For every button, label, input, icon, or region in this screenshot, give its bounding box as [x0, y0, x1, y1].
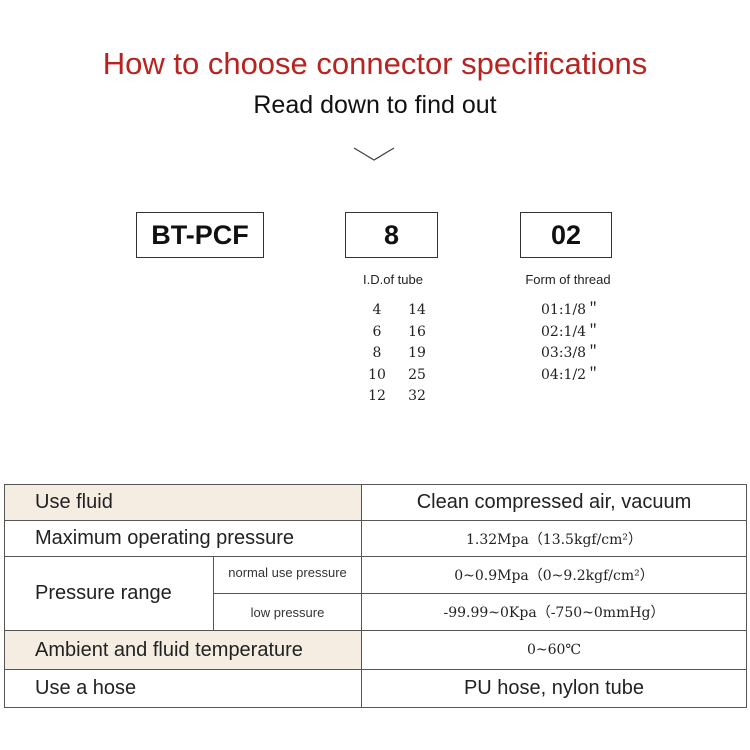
use-fluid-label: Use fluid: [4, 484, 362, 521]
list-item: 02:1/4＂: [541, 323, 601, 340]
temperature-label: Ambient and fluid temperature: [4, 630, 362, 670]
table-row: Ambient and fluid temperature 0~60℃: [4, 630, 747, 670]
temperature-value: 0~60℃: [361, 630, 747, 670]
hose-value: PU hose, nylon tube: [361, 669, 747, 708]
table-row: Use a hose PU hose, nylon tube: [4, 669, 747, 708]
max-pressure-value: 1.32Mpa（13.5kgf/cm²）: [361, 520, 747, 557]
thread-code-box: 02: [520, 212, 612, 258]
tube-label: I.D.of tube: [363, 272, 423, 287]
use-fluid-value: Clean compressed air, vacuum: [361, 484, 747, 521]
list-item: 01:1/8＂: [541, 302, 601, 318]
tube-code-box: 8: [345, 212, 438, 258]
normal-pressure-label: normal use pressure: [213, 556, 362, 594]
chevron-down-icon: [353, 147, 395, 161]
model-code-box: BT-PCF: [136, 212, 264, 258]
hose-label: Use a hose: [4, 669, 362, 708]
pressure-range-label: Pressure range: [4, 556, 214, 631]
table-row: Pressure range normal use pressure 0~0.9…: [4, 556, 747, 631]
table-row: Use fluid Clean compressed air, vacuum: [4, 484, 747, 521]
low-pressure-label: low pressure: [213, 593, 362, 631]
table-row: Maximum operating pressure 1.32Mpa（13.5k…: [4, 520, 747, 557]
table-row: low pressure -99.99~0Kpa（-750~0mmHg）: [5, 593, 747, 631]
spec-table: Use fluid Clean compressed air, vacuum M…: [4, 484, 747, 708]
thread-size-list: 01:1/8＂ 02:1/4＂ 03:3/8＂ 04:1/2＂: [541, 300, 600, 386]
max-pressure-label: Maximum operating pressure: [4, 520, 362, 557]
list-item: 03:3/8＂: [541, 345, 601, 361]
page-subtitle: Read down to find out: [253, 91, 497, 119]
normal-pressure-value: 0~0.9Mpa（0~9.2kgf/cm²）: [361, 556, 747, 594]
list-item: 04:1/2＂: [541, 366, 601, 383]
page-title: How to choose connector specifications: [102, 46, 648, 81]
low-pressure-value: -99.99~0Kpa（-750~0mmHg）: [361, 593, 747, 631]
thread-label: Form of thread: [525, 272, 611, 287]
